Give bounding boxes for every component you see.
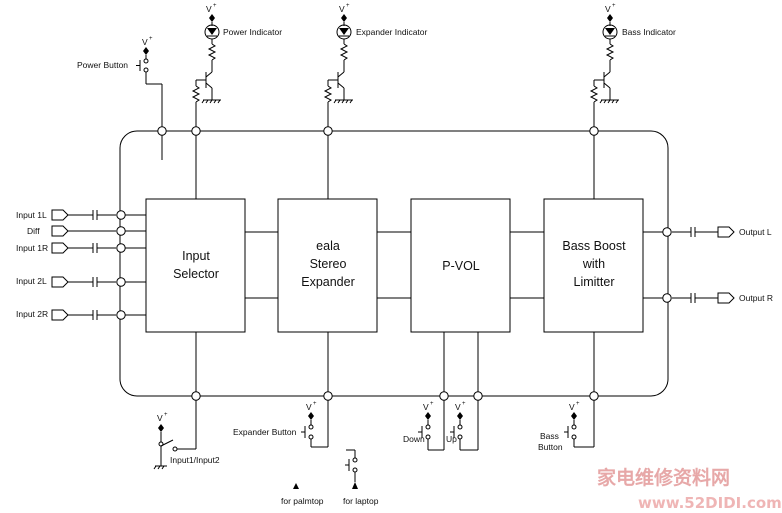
power-indicator-circuit: V + Power Indicator <box>191 3 282 127</box>
power-button-switch: V + Power Button <box>77 36 163 127</box>
bass-indicator-supply-sup: + <box>612 3 616 9</box>
input-select-label: Input1/Input2 <box>170 455 220 465</box>
laptop-label: for laptop <box>343 496 379 506</box>
expander-indicator-circuit: V + Expander Indicator <box>323 3 428 127</box>
block-stereo-expander: eala Stereo Expander <box>277 198 378 333</box>
block-bass-boost-line1: Bass Boost <box>562 239 626 253</box>
bass-button-label-line1: Bass <box>540 431 559 441</box>
bass-indicator-label: Bass Indicator <box>622 27 676 37</box>
bass-button-supply-sup: + <box>576 401 580 407</box>
input-select-supply-sup: + <box>164 412 168 418</box>
input-1l: Input 1L <box>16 209 116 221</box>
bass-indicator-circuit: V + Bass Indicator <box>589 3 676 127</box>
up-button-label: Up <box>446 434 457 444</box>
input-diff-label: Diff <box>27 226 40 236</box>
down-button-switch: V + Down <box>403 400 445 451</box>
up-button-switch: V + Up <box>446 400 479 451</box>
input-diff: Diff <box>27 225 116 237</box>
expander-indicator-supply-sup: + <box>346 3 350 9</box>
output-r: Output R <box>672 292 773 304</box>
input-2l-label: Input 2L <box>16 276 47 286</box>
laptop-arrow-icon <box>352 482 358 489</box>
input-1r-label: Input 1R <box>16 243 48 253</box>
bass-indicator-supply-label: V <box>605 4 611 14</box>
power-button-supply-sup: + <box>149 36 153 42</box>
block-bass-boost-line2: with <box>582 257 605 271</box>
up-button-supply-sup: + <box>462 401 466 407</box>
bass-button-switch: V + Bass Button <box>538 400 595 452</box>
signal-lines <box>125 131 663 396</box>
block-bass-boost: Bass Boost with Limitter <box>543 198 644 333</box>
block-input-selector-line2: Selector <box>173 267 219 281</box>
block-stereo-expander-line1: eala <box>316 239 340 253</box>
down-button-supply-label: V <box>423 402 429 412</box>
watermark-cn: 家电维修资料网 <box>597 466 730 489</box>
block-input-selector-line1: Input <box>182 249 210 263</box>
bass-button-label-line2: Button <box>538 442 563 452</box>
block-bass-boost-line3: Limitter <box>574 275 615 289</box>
expander-button-supply-label: V <box>306 402 312 412</box>
output-section: Output L Output R <box>672 226 773 304</box>
expander-indicator-supply-label: V <box>339 4 345 14</box>
ic-package-outline <box>119 130 669 397</box>
input-2r: Input 2R <box>16 309 116 321</box>
expander-button-label: Expander Button <box>233 427 297 437</box>
palmtop-arrow-icon <box>293 483 299 489</box>
power-button-label: Power Button <box>77 60 128 70</box>
block-p-vol-line1: P-VOL <box>442 259 480 273</box>
watermark-url: www.52DIDI.com <box>638 494 782 512</box>
input-2r-label: Input 2R <box>16 309 48 319</box>
input-section: Input 1L Diff Input 1R Input 2L <box>16 209 116 321</box>
block-input-selector: Input Selector <box>145 198 246 333</box>
input-select-switch: V + Input1/Input2 <box>153 400 220 470</box>
palmtop-label: for palmtop <box>281 496 324 506</box>
input-select-supply-label: V <box>157 413 163 423</box>
input-1r: Input 1R <box>16 242 116 254</box>
block-p-vol: P-VOL <box>410 198 511 333</box>
expander-button-supply-sup: + <box>313 401 317 407</box>
expander-indicator-label: Expander Indicator <box>356 27 428 37</box>
output-r-label: Output R <box>739 293 773 303</box>
input-1l-label: Input 1L <box>16 210 47 220</box>
input-2l: Input 2L <box>16 276 116 288</box>
palmtop-laptop-option: for palmtop for laptop <box>281 449 379 506</box>
power-indicator-supply-label: V <box>206 4 212 14</box>
power-button-supply-label: V <box>142 37 148 47</box>
block-stereo-expander-line3: Expander <box>301 275 355 289</box>
output-l: Output L <box>672 226 772 238</box>
output-l-label: Output L <box>739 227 772 237</box>
ic-pins <box>116 126 672 401</box>
down-button-supply-sup: + <box>430 401 434 407</box>
up-button-supply-label: V <box>455 402 461 412</box>
power-indicator-label: Power Indicator <box>223 27 282 37</box>
power-indicator-supply-sup: + <box>213 3 217 9</box>
watermark: 家电维修资料网 www.52DIDI.com <box>597 466 782 512</box>
expander-button-switch: V + Expander Button <box>233 400 329 448</box>
block-stereo-expander-line2: Stereo <box>310 257 347 271</box>
bass-button-supply-label: V <box>569 402 575 412</box>
down-button-label: Down <box>403 434 425 444</box>
